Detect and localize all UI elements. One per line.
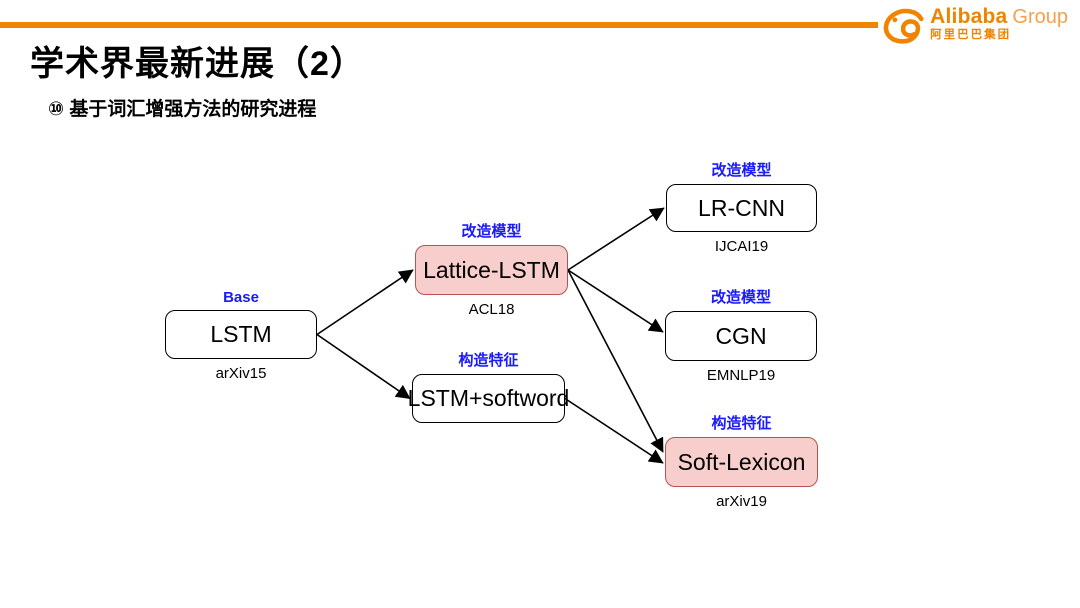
node-tag: 改造模型 (710, 289, 772, 306)
node-tag: 改造模型 (711, 162, 772, 179)
node-cgn: 改造模型 CGN EMNLP19 (665, 289, 817, 384)
node-soft-lexicon: 构造特征 Soft-Lexicon arXiv19 (665, 415, 818, 510)
alibaba-a-icon (883, 8, 924, 44)
node-caption: arXiv15 (215, 365, 267, 382)
node-label: CGN (715, 322, 767, 349)
node-label: LR-CNN (698, 194, 785, 221)
node-caption: IJCAI19 (714, 238, 769, 255)
arrow-lstm-to-lattice-lstm (316, 269, 414, 336)
arrow-lattice-lstm-to-soft-lexicon (567, 269, 664, 453)
node-tag: Base (223, 289, 259, 306)
node-tag: 构造特征 (711, 415, 772, 432)
arrow-lattice-lstm-to-lr-cnn (567, 207, 665, 271)
alibaba-logo: Alibaba Group 阿里巴巴集团 (882, 6, 1068, 48)
slide-accent-bar (0, 22, 878, 28)
logo-text: Alibaba Group 阿里巴巴集团 (930, 6, 1068, 42)
logo-suffix-text: Group (1012, 6, 1068, 28)
node-label: Soft-Lexicon (677, 448, 806, 475)
node-label: LSTM (210, 321, 272, 347)
node-tag: 构造特征 (458, 352, 519, 369)
node-caption: arXiv19 (716, 493, 767, 510)
page-subtitle: ⑩ 基于词汇增强方法的研究进程 (48, 99, 317, 120)
node-lstm: Base LSTM arXiv15 (165, 289, 317, 382)
node-caption: ACL18 (468, 301, 515, 318)
node-lr-cnn: 改造模型 LR-CNN IJCAI19 (666, 162, 817, 255)
arrow-lattice-lstm-to-cgn (567, 269, 664, 333)
node-lstm-softword: 构造特征 LSTM+softword (408, 352, 569, 423)
page-title: 学术界最新进展（2） (30, 45, 365, 83)
node-lattice-lstm: 改造模型 Lattice-LSTM ACL18 (415, 223, 568, 318)
logo-brand-text: Alibaba (930, 5, 1008, 28)
node-tag: 改造模型 (461, 223, 522, 240)
arrow-lstm-to-lstm-softword (316, 333, 411, 400)
arrow-lstm-softword-to-soft-lexicon (564, 397, 664, 464)
node-label: Lattice-LSTM (423, 256, 560, 283)
node-caption: EMNLP19 (706, 367, 776, 384)
logo-subtext: 阿里巴巴集团 (930, 29, 1012, 41)
node-label: LSTM+softword (407, 385, 570, 411)
